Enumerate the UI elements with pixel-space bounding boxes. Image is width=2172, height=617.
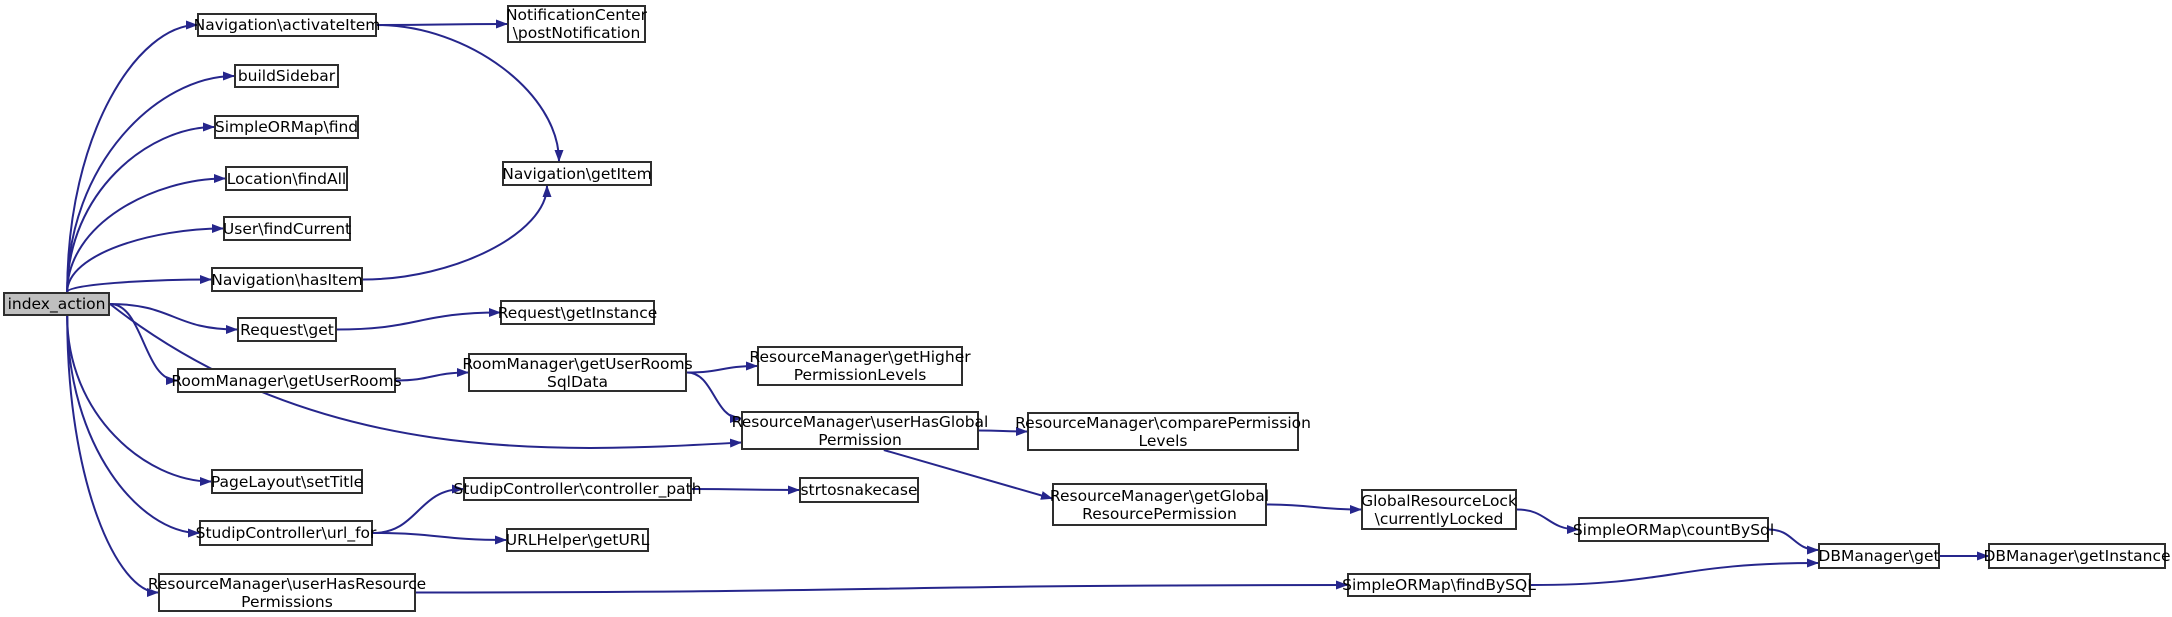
- edge-simpleormap_findbysql-to-dbmanager_get: [1530, 558, 1819, 586]
- node-pagelayout_settitle[interactable]: PageLayout\setTitle: [211, 469, 363, 494]
- node-navigation_activateitem[interactable]: Navigation\activateItem: [194, 13, 380, 37]
- node-studipcontroller_controller_path[interactable]: StudipController\controller_path: [453, 477, 702, 501]
- edge-navigation_activateitem-to-navigation_getitem: [376, 24, 564, 162]
- edge-resourcemanager_userhasresourcepermissions-to-simpleormap_findbysql: [415, 580, 1348, 594]
- node-index_action: index_action: [3, 292, 110, 316]
- edge-index_action-to-user_findcurrent: [66, 224, 224, 293]
- node-simpleormap_findbysql[interactable]: SimpleORMap\findBySQL: [1342, 573, 1536, 597]
- edge-simpleormap_countbysql-to-dbmanager_get: [1768, 528, 1819, 555]
- edge-roommanager_getuserrooms-to-roommanager_getuserroomssqldata: [395, 368, 469, 382]
- edge-studipcontroller_url_for-to-urlhelper_geturl: [372, 532, 507, 545]
- node-request_get[interactable]: Request\get: [237, 317, 337, 342]
- edge-index_action-to-request_get: [109, 303, 238, 334]
- node-studipcontroller_url_for[interactable]: StudipController\url_for: [196, 520, 376, 546]
- edge-index_action-to-studipcontroller_url_for: [66, 315, 200, 538]
- node-urlhelper_geturl[interactable]: URLHelper\getURL: [506, 528, 649, 552]
- node-request_getinstance[interactable]: Request\getInstance: [498, 300, 657, 325]
- edge-navigation_hasitem-to-navigation_getitem: [362, 185, 552, 281]
- edge-request_get-to-request_getinstance: [336, 308, 501, 331]
- node-simpleormap_countbysql[interactable]: SimpleORMap\countBySql: [1573, 517, 1774, 542]
- node-roommanager_getuserroomssqldata[interactable]: RoomManager\getUserRooms SqlData: [462, 353, 693, 392]
- edge-index_action-to-navigation_activateitem: [66, 20, 198, 293]
- node-simpleormap_find[interactable]: SimpleORMap\find: [214, 115, 359, 139]
- edge-index_action-to-simpleormap_find: [66, 122, 215, 293]
- node-user_findcurrent[interactable]: User\findCurrent: [223, 216, 351, 241]
- edge-index_action-to-navigation_hasitem: [66, 275, 212, 293]
- node-roommanager_getuserrooms[interactable]: RoomManager\getUserRooms: [171, 368, 402, 393]
- edge-index_action-to-resourcemanager_userhasglobalpermission: [109, 303, 742, 449]
- edge-studipcontroller_controller_path-to-strtosnakecase: [691, 485, 800, 495]
- node-dbmanager_getinstance[interactable]: DBManager\getInstance: [1983, 543, 2171, 569]
- edge-index_action-to-roommanager_getuserrooms: [109, 303, 178, 385]
- node-resourcemanager_getglobalresourcepermission[interactable]: ResourceManager\getGlobal ResourcePermis…: [1050, 483, 1269, 526]
- edge-index_action-to-location_findall: [66, 174, 226, 293]
- edge-roommanager_getuserroomssqldata-to-resourcemanager_gethigherpermissionlevels: [686, 361, 758, 374]
- edge-globalresourcelock_currentlylocked-to-simpleormap_countbysql: [1516, 508, 1579, 534]
- node-resourcemanager_comparepermissionlevels[interactable]: ResourceManager\comparePermission Levels: [1015, 412, 1311, 451]
- edge-navigation_activateitem-to-notificationcenter_postnotification: [376, 19, 508, 29]
- edge-roommanager_getuserroomssqldata-to-resourcemanager_userhasglobalpermission: [686, 371, 742, 423]
- node-resourcemanager_gethigherpermissionlevels[interactable]: ResourceManager\getHigher PermissionLeve…: [749, 346, 971, 386]
- node-strtosnakecase[interactable]: strtosnakecase: [799, 477, 919, 503]
- node-resourcemanager_userhasresourcepermissions[interactable]: ResourceManager\userHasResource Permissi…: [147, 573, 427, 612]
- edge-resourcemanager_userhasglobalpermission-to-resourcemanager_comparepermissionlevels: [978, 426, 1028, 436]
- node-location_findall[interactable]: Location\findAll: [225, 166, 348, 191]
- edge-index_action-to-resourcemanager_userhasresourcepermissions: [66, 315, 159, 597]
- edge-resourcemanager_userhasglobalpermission-to-resourcemanager_getglobalresourcepermission: [883, 449, 1053, 500]
- node-notificationcenter_postnotification[interactable]: NotificationCenter \postNotification: [505, 5, 648, 43]
- edge-studipcontroller_url_for-to-studipcontroller_controller_path: [372, 484, 464, 534]
- node-globalresourcelock_currentlylocked[interactable]: GlobalResourceLock \currentlyLocked: [1361, 489, 1517, 530]
- edge-index_action-to-pagelayout_settitle: [66, 315, 212, 486]
- node-dbmanager_get[interactable]: DBManager\get: [1818, 543, 1940, 569]
- node-buildsidebar[interactable]: buildSidebar: [234, 64, 339, 88]
- node-navigation_hasitem[interactable]: Navigation\hasItem: [211, 267, 363, 292]
- edge-resourcemanager_getglobalresourcepermission-to-globalresourcelock_currentlylocked: [1266, 503, 1362, 514]
- node-resourcemanager_userhasglobalpermission[interactable]: ResourceManager\userHasGlobal Permission: [731, 411, 989, 450]
- edge-index_action-to-buildsidebar: [66, 71, 235, 293]
- node-navigation_getitem[interactable]: Navigation\getItem: [502, 161, 652, 186]
